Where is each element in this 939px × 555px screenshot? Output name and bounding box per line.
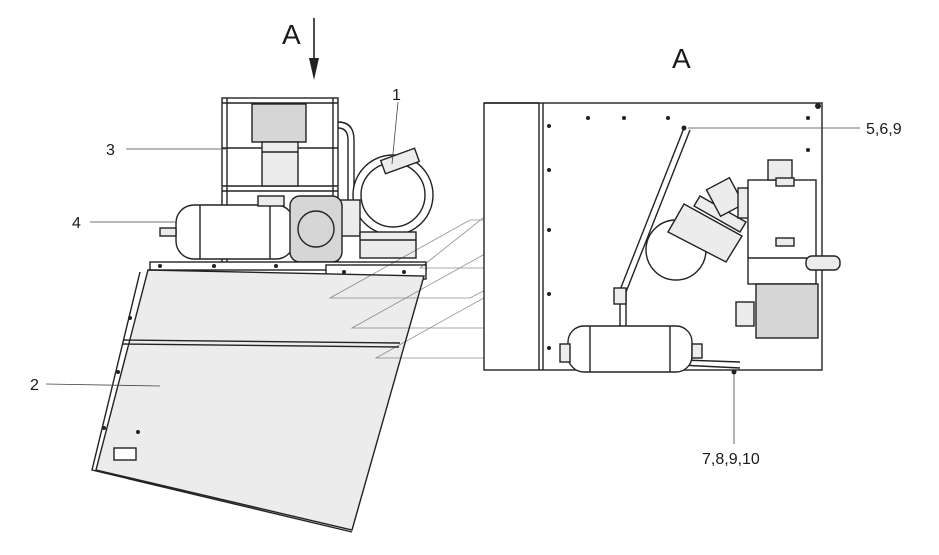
leader-lines xyxy=(45,101,860,444)
callout-1: 1 xyxy=(392,87,401,104)
view-arrow-label: A xyxy=(282,19,301,50)
callout-3: 3 xyxy=(106,142,115,159)
air-tank-left xyxy=(159,195,343,263)
callout-5-6-9: 5,6,9 xyxy=(866,121,902,138)
motor-unit xyxy=(339,147,434,259)
callout-7-8-9-10: 7,8,9,10 xyxy=(702,451,760,468)
view-direction-arrow: A xyxy=(282,18,319,80)
view-a-motor xyxy=(645,159,841,339)
cover-panel xyxy=(91,269,425,533)
callout-2: 2 xyxy=(30,377,39,394)
air-tank-right xyxy=(559,325,703,373)
view-title: A xyxy=(672,43,691,74)
callout-4: 4 xyxy=(72,215,81,232)
